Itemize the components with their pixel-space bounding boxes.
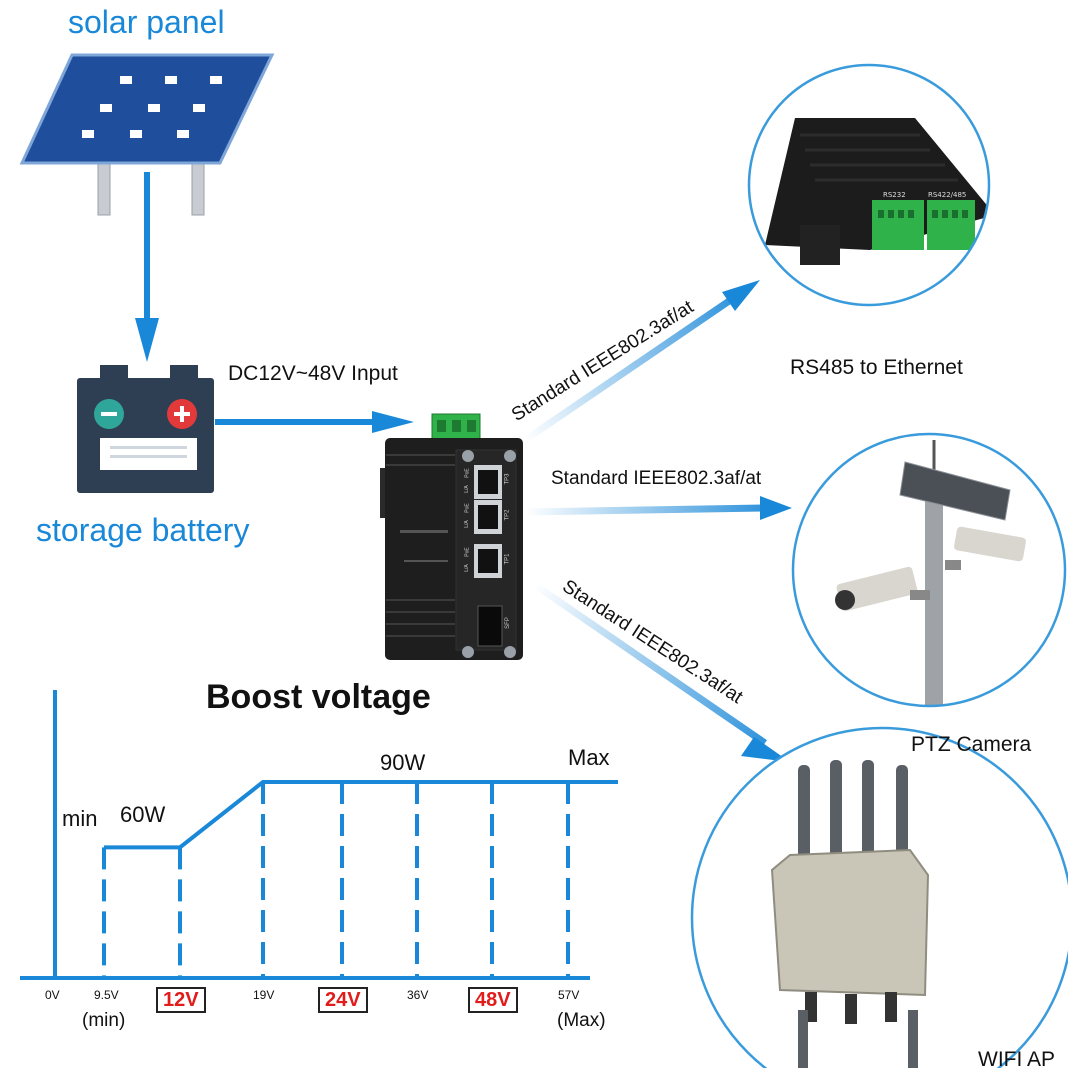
arrow-battery-to-switch <box>215 411 414 433</box>
dc-input-label: DC12V~48V Input <box>228 362 398 385</box>
port-tp2-label: TP2 <box>504 509 511 521</box>
chart-power-line <box>104 780 618 850</box>
chart-title: Boost voltage <box>206 678 431 716</box>
tick-label-36V: 36V <box>407 988 429 1002</box>
poe-label-3: PoE <box>464 547 471 557</box>
wifi-ap-label: WIFI AP <box>978 1048 1056 1071</box>
tick-label-9.5V: 9.5V <box>94 988 119 1002</box>
port-sfp-label: SFP <box>504 617 511 629</box>
arrow-to-wifi <box>533 582 790 762</box>
poe-label-1: PoE <box>464 468 471 478</box>
rs485-label: RS485 to Ethernet <box>790 356 963 379</box>
poe-label-2: PoE <box>464 503 471 513</box>
60w-annotation: 60W <box>120 802 166 827</box>
max-sub-label: (Max) <box>557 1010 606 1031</box>
tick-label-57V: 57V <box>558 988 580 1002</box>
arrow-to-rs485 <box>523 280 760 443</box>
tick-label-19V: 19V <box>253 988 275 1002</box>
ptz-camera-image <box>791 432 1067 708</box>
tick-label-12V: 12V <box>156 987 206 1013</box>
la-label-1: L/A <box>463 485 470 493</box>
poe-switch-device <box>380 413 523 660</box>
tick-label-24V: 24V <box>318 987 368 1013</box>
solar-panel-icon <box>19 53 275 216</box>
la-label-3: L/A <box>463 564 470 572</box>
rs422-text: RS422/485 <box>928 191 966 199</box>
min-sub-label: (min) <box>82 1010 126 1031</box>
storage-battery-label: storage battery <box>36 512 250 548</box>
arrow-to-ptz <box>524 496 792 520</box>
wifi-ap-image <box>690 726 1068 1068</box>
90w-annotation: 90W <box>380 750 426 775</box>
rs485-converter-image: RS232 RS422/485 <box>747 63 991 307</box>
standard-label-mid: Standard IEEE802.3af/at <box>551 468 762 489</box>
port-tp1-label: TP1 <box>504 553 511 565</box>
boost-voltage-chart <box>20 690 618 980</box>
rs232-text: RS232 <box>883 191 906 199</box>
solar-panel-label: solar panel <box>68 4 225 40</box>
arrow-panel-to-battery <box>135 172 159 362</box>
tick-label-0V: 0V <box>45 988 60 1002</box>
tick-label-48V: 48V <box>468 987 518 1013</box>
min-annotation: min <box>62 806 98 831</box>
ptz-camera-label: PTZ Camera <box>911 733 1032 756</box>
max-annotation: Max <box>568 745 610 770</box>
battery-icon <box>77 365 214 493</box>
port-tp3-label: TP3 <box>504 473 511 485</box>
la-label-2: L/A <box>463 520 470 528</box>
